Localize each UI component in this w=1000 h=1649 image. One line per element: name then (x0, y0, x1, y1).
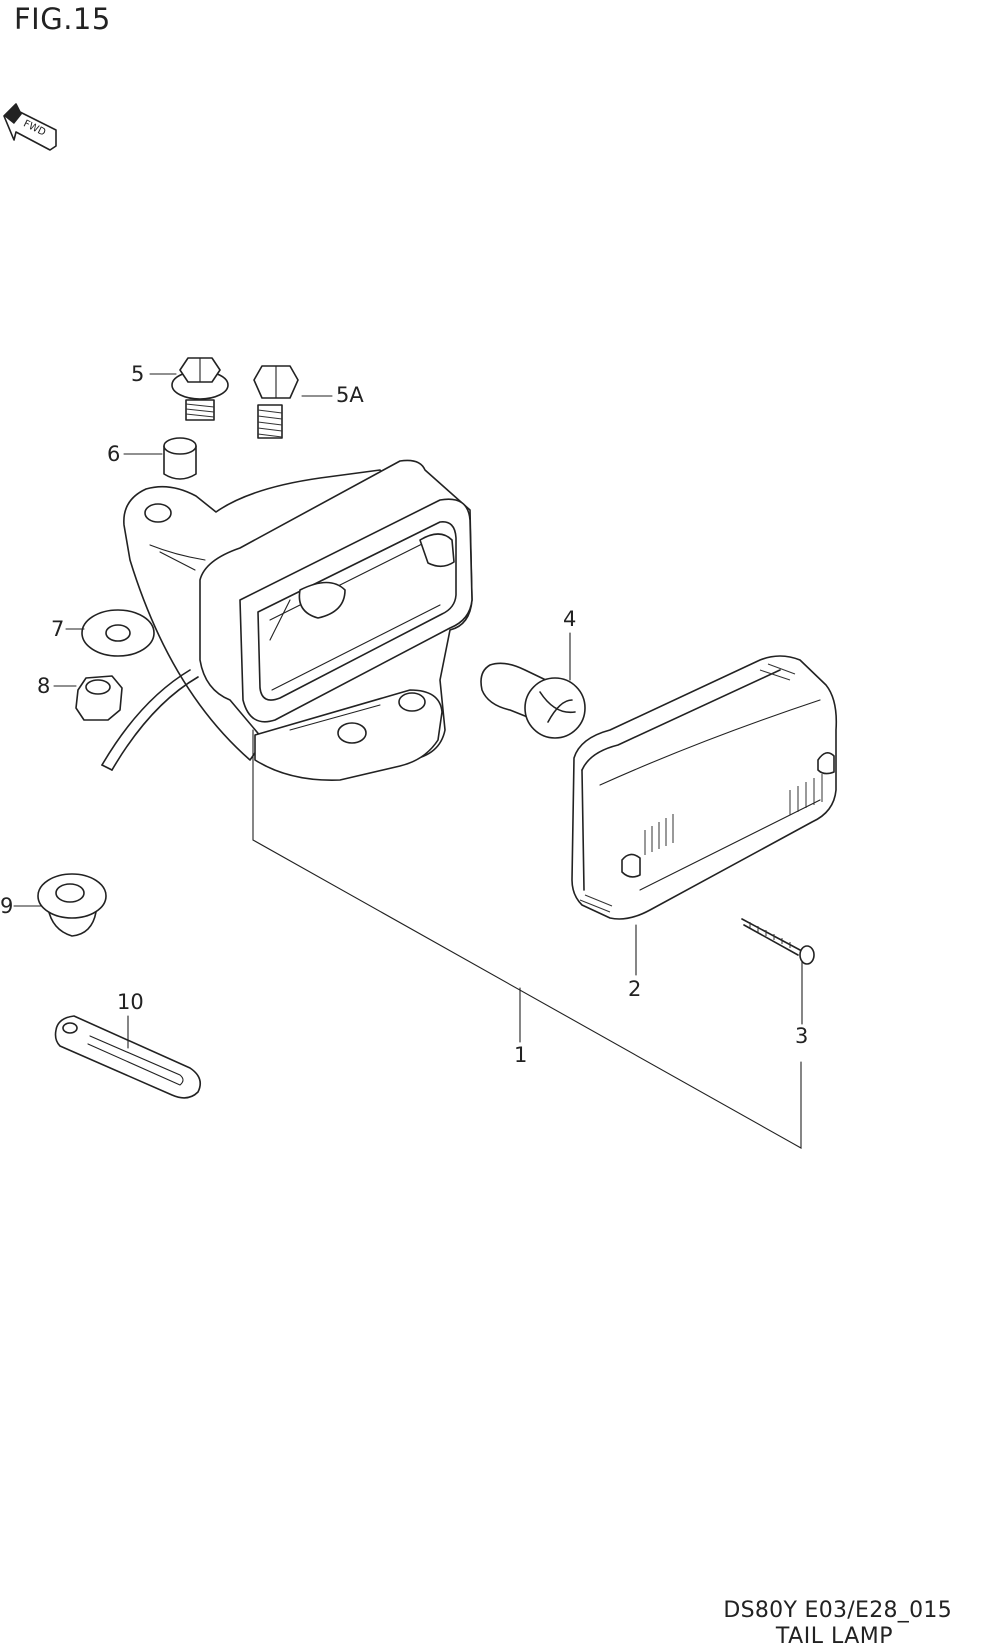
clamp (56, 1016, 201, 1098)
callout-1: 1 (514, 1043, 528, 1067)
tail-lamp-housing (102, 460, 472, 780)
nut (76, 676, 122, 720)
drawing-code: DS80Y E03/E28_015 (723, 1598, 952, 1623)
callout-10: 10 (117, 990, 144, 1014)
callout-7: 7 (51, 617, 65, 641)
washer (82, 610, 154, 656)
drawing-name: TAIL LAMP (775, 1624, 893, 1649)
callout-5: 5 (131, 362, 145, 386)
fwd-arrow-icon: FWD (4, 104, 56, 150)
callout-4: 4 (563, 607, 577, 631)
bolt (254, 366, 298, 438)
callout-6: 6 (107, 442, 121, 466)
callout-2: 2 (628, 977, 642, 1001)
callout-5a: 5A (336, 383, 364, 407)
figure-title: FIG.15 (14, 2, 111, 36)
screw (742, 919, 814, 964)
bulb (481, 663, 585, 738)
callout-9: 9 (0, 894, 14, 918)
callout-3: 3 (795, 1024, 809, 1048)
callout-8: 8 (37, 674, 51, 698)
collar (164, 438, 196, 479)
flange-bolt (172, 358, 228, 420)
leader-lines (14, 374, 802, 1148)
tail-lamp-lens (572, 656, 836, 919)
grommet (38, 874, 106, 936)
